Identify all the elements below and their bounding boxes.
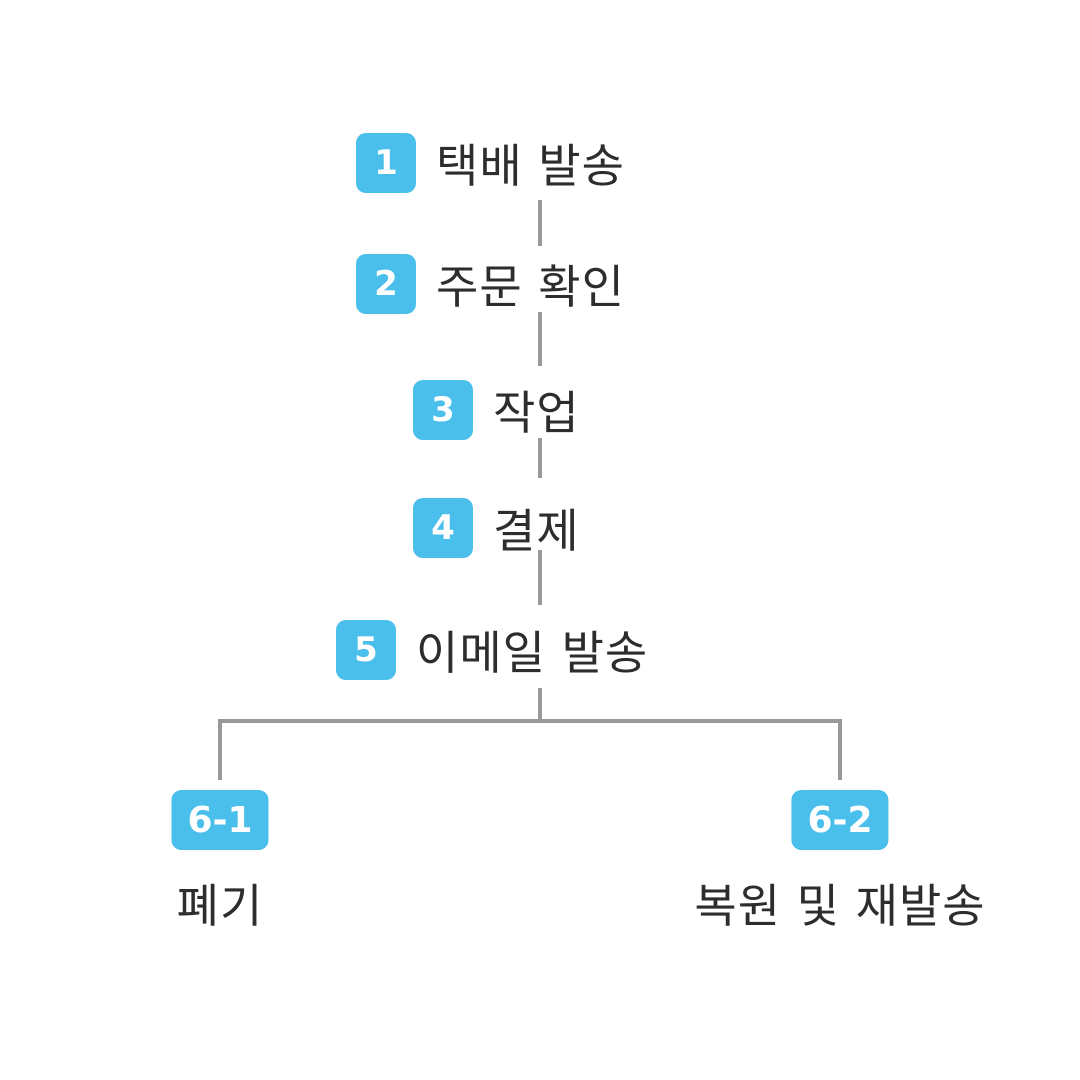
step-label: 주문 확인 [436,260,625,314]
step-label: 이메일 발송 [416,626,649,680]
step-label: 택배 발송 [436,139,625,193]
step-5: 5 이메일 발송 [336,617,648,683]
step-number-badge: 5 [336,620,396,680]
branch-number-badge: 6-1 [171,790,269,850]
branch-label: 복원 및 재발송 [694,879,986,933]
step-label: 결제 [493,504,580,558]
step-number-badge: 3 [413,380,473,440]
branch-number-badge: 6-2 [791,790,889,850]
step-3: 3 작업 [413,377,580,443]
step-number-badge: 2 [356,254,416,314]
step-1: 1 택배 발송 [356,130,625,196]
step-4: 4 결제 [413,495,580,561]
branch-split-line [218,719,842,780]
branch-label: 폐기 [176,879,264,933]
branch-6-2: 6-2 복원 및 재발송 [694,790,985,936]
step-number-badge: 1 [356,133,416,193]
step-label: 작업 [493,386,580,440]
step-number-badge: 4 [413,498,473,558]
branch-6-1: 6-1 폐기 [171,790,269,936]
step-2: 2 주문 확인 [356,251,625,317]
